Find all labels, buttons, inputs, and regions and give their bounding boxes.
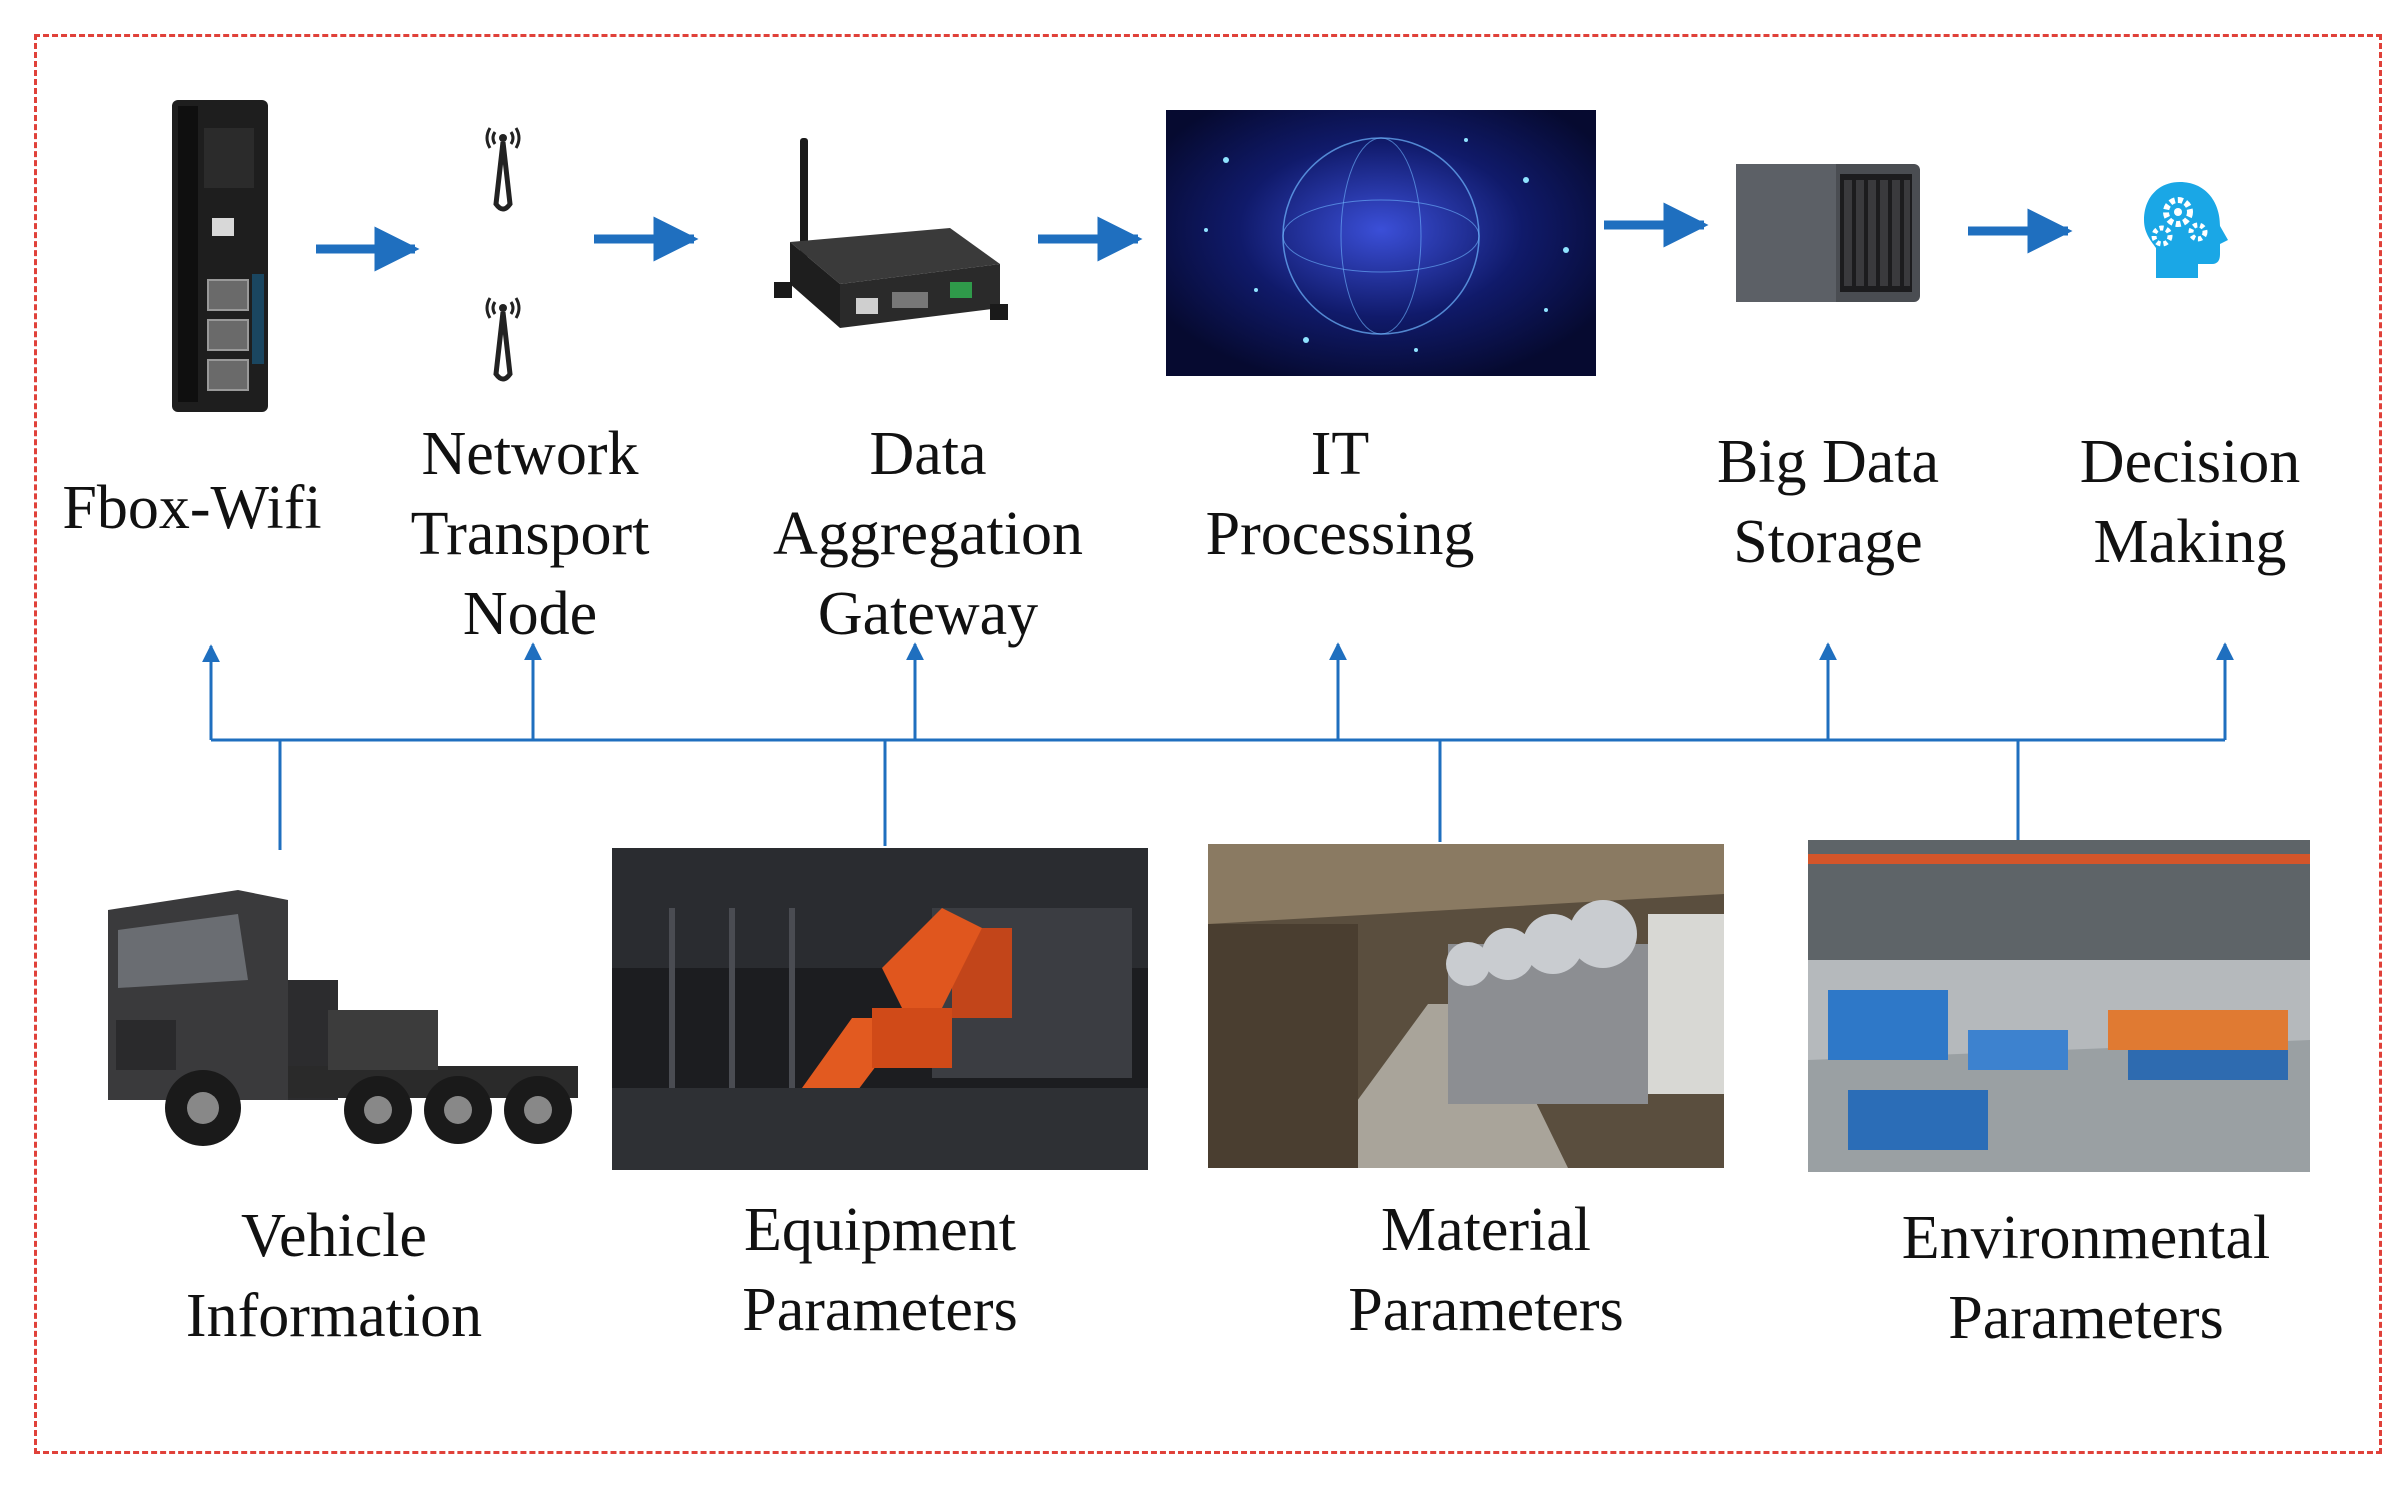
label-line: Parameters <box>1948 1284 2224 1352</box>
storage-server-image <box>1736 164 1920 302</box>
label-decision-making: Decision Making <box>2080 422 2300 582</box>
data-bus <box>202 642 2234 850</box>
fbox-device <box>172 100 268 412</box>
environment-factory-image <box>1808 840 2310 1172</box>
label-vehicle-information: Vehicle Information <box>186 1196 482 1356</box>
antenna-icon <box>485 127 521 212</box>
label-line: Gateway <box>817 580 1039 648</box>
label-line: Equipment <box>743 1196 1017 1264</box>
dashed-frame <box>34 34 2382 1454</box>
head-gears-icon <box>2144 182 2228 278</box>
label-line: Transport <box>410 500 650 568</box>
label-data-aggregation-gateway: Data Aggregation Gateway <box>773 414 1083 654</box>
label-line: Aggregation <box>773 500 1083 568</box>
vehicle-truck-image <box>88 870 588 1162</box>
label-it-processing: IT Processing <box>1206 414 1475 574</box>
label-line: Node <box>462 580 598 648</box>
label-big-data-storage: Big Data Storage <box>1717 422 1939 582</box>
flow-arrows <box>316 202 2073 272</box>
label-line: Vehicle <box>241 1202 427 1270</box>
label-line: Network <box>421 420 639 488</box>
label-equipment-parameters: Equipment Parameters <box>742 1190 1017 1350</box>
label-line: Storage <box>1733 508 1923 576</box>
label-line: Information <box>185 1282 483 1350</box>
label-line: Making <box>2093 508 2287 576</box>
label-fbox: Fbox-Wifi <box>62 468 321 548</box>
label-line: Parameters <box>1348 1276 1624 1344</box>
label-line: Decision <box>2079 428 2301 496</box>
equipment-robot-image <box>612 848 1148 1170</box>
label-line: IT <box>1310 420 1370 488</box>
it-processing-image <box>1166 110 1596 376</box>
label-line: Environmental <box>1901 1204 2271 1272</box>
gateway-device <box>774 138 1008 328</box>
antenna-icon <box>485 297 521 382</box>
label-environmental-parameters: Environmental Parameters <box>1902 1198 2270 1358</box>
label-line: Big Data <box>1716 428 1940 496</box>
label-network-transport-node: Network Transport Node <box>411 414 650 654</box>
label-line: Data <box>869 420 987 488</box>
label-line: Fbox-Wifi <box>62 474 322 542</box>
label-line: Material <box>1380 1196 1591 1264</box>
label-line: Processing <box>1205 500 1475 568</box>
material-warehouse-image <box>1208 844 1724 1168</box>
label-material-parameters: Material Parameters <box>1348 1190 1623 1350</box>
label-line: Parameters <box>742 1276 1018 1344</box>
